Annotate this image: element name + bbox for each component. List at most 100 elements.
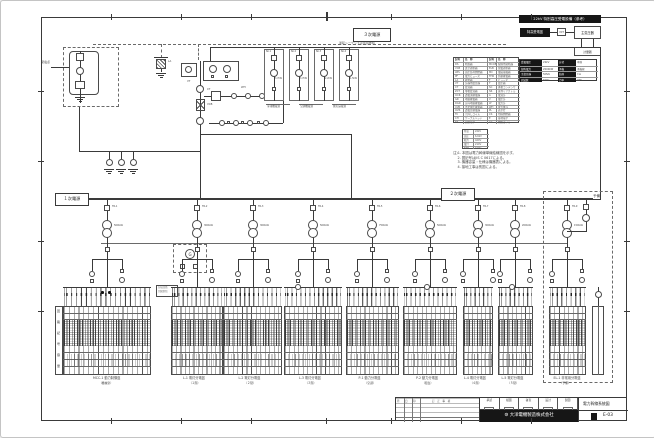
transformer-icon <box>425 228 435 238</box>
panel-row-line <box>223 319 282 320</box>
feeder-line <box>372 198 373 287</box>
mini-table-cell: 動力 <box>463 137 473 142</box>
panel-row-line <box>403 366 457 367</box>
row-header-char: 記 <box>57 331 61 335</box>
transformer-rating: 750kVA <box>379 224 389 227</box>
legend-cell: OCR <box>454 93 463 97</box>
mini-table-cell: 電灯 <box>463 141 473 146</box>
panel-row-line <box>346 313 399 314</box>
label-incoming-point: 受電点 <box>41 60 51 64</box>
circuit-number: No.3 <box>316 50 322 53</box>
company-bar: ⚙ 大洋電機製造株式会社 <box>480 410 578 422</box>
info-line: 分岐回路 <box>158 286 168 289</box>
arrester-ground-icon <box>159 77 163 79</box>
panel-caption-sub: （予備） <box>559 381 571 385</box>
meter-icon <box>579 277 585 283</box>
transformer-rating: 300kVA <box>204 224 214 227</box>
top-distribution-line <box>210 47 601 48</box>
row-header-char: 量 <box>57 364 61 368</box>
cluster-line <box>500 259 501 271</box>
arrester-icon <box>156 59 166 69</box>
reserve-enclosure <box>543 191 613 383</box>
meter-ground-icon <box>131 173 135 175</box>
row-header-char: 容 <box>57 353 61 357</box>
panel-fan-bus <box>403 287 457 288</box>
junction-dot <box>108 291 111 294</box>
meter-drop <box>109 151 110 159</box>
panel-row-line <box>284 366 342 367</box>
revision-table-line <box>420 398 421 422</box>
junction-dot <box>101 291 104 294</box>
panel-cell-text <box>404 354 456 366</box>
meter-icon <box>582 214 590 222</box>
breaker-icon <box>271 55 277 61</box>
panel-row-line <box>463 366 493 367</box>
meter-icon <box>594 291 602 298</box>
vcb-label: VCB <box>207 103 213 106</box>
legend-cell: TT <box>454 119 463 124</box>
receiving-panel-box: 特高受電盤 <box>520 28 550 37</box>
legend-cell: 試験端子 <box>463 119 487 124</box>
frame-tick <box>181 418 182 424</box>
panel-row-line <box>498 366 533 367</box>
load-icon <box>347 87 351 91</box>
legend-cell: T <box>487 81 496 86</box>
panel-fan-breakers <box>64 293 150 296</box>
panel-row-line <box>549 313 586 314</box>
breaker-icon <box>75 81 85 89</box>
load-icon <box>272 87 276 91</box>
spec-table-cell: 95% <box>576 76 598 83</box>
terminal-icon <box>210 269 214 273</box>
legend-cell: 過電流継電器 <box>463 93 487 97</box>
spec-table-cell: 主変圧器 <box>520 71 542 77</box>
meter-icon <box>354 271 360 277</box>
legend-cell: 電圧計 <box>496 96 520 101</box>
mid-tie-drop <box>351 134 352 199</box>
panel-cell-text <box>464 354 492 366</box>
relay-icon <box>219 120 225 126</box>
control-dash-line <box>93 44 506 45</box>
meter-icon <box>384 277 390 283</box>
frame-tick <box>111 418 112 424</box>
bracket-label: 空調機電源 <box>300 105 313 108</box>
secondary-breaker-icon <box>310 247 316 252</box>
panel-row-line <box>223 352 282 353</box>
meter-ground-icon <box>104 169 114 170</box>
terminal-icon <box>90 279 94 283</box>
relay-icon <box>245 93 251 99</box>
spec-table-cell: 22kV <box>543 61 550 64</box>
relay-icon <box>233 120 239 126</box>
secondary-breaker-icon <box>564 247 570 252</box>
legend-cell: LBS <box>454 69 463 74</box>
relay-box <box>211 91 221 101</box>
panel-caption-sub: （３階） <box>305 381 317 385</box>
terminal-icon <box>326 269 330 273</box>
legend-cell: F <box>487 77 496 82</box>
circuit-number: No.4 <box>341 50 347 53</box>
frame-tick <box>624 241 630 242</box>
secondary-breaker-icon <box>104 247 110 252</box>
panel-row-line <box>498 352 533 353</box>
secondary-breaker-icon <box>427 247 433 252</box>
panel-caption-sub: （２階） <box>244 381 256 385</box>
left-tie-line <box>79 151 201 152</box>
transformer-rating: 300kVA <box>260 224 270 227</box>
row-header-char: 路 <box>57 320 61 324</box>
legend-cell: MCCB <box>487 62 496 67</box>
reserve-tie <box>567 231 587 232</box>
legend-cell: 計器用変圧器 <box>463 81 487 86</box>
group-feed-line <box>210 47 211 63</box>
feeder-name: TR-8 <box>520 205 526 208</box>
legend-header-cell: 記号 <box>455 58 461 61</box>
relay-icon <box>263 120 269 126</box>
drawing-number-cell: E-03 <box>578 411 628 422</box>
terminal-icon <box>257 121 260 124</box>
transformer-icon <box>562 228 572 238</box>
number-stamp <box>591 413 597 420</box>
panel-caption: EL-1 非常用分電盤 <box>553 376 581 380</box>
legend-cell: 接地端子 <box>496 116 520 120</box>
panel-row-line <box>63 352 151 353</box>
legend-cell: 零相変流器 <box>463 89 487 93</box>
legend-cell: PL <box>487 108 496 113</box>
company-name: 大洋電機製造株式会社 <box>509 413 554 418</box>
